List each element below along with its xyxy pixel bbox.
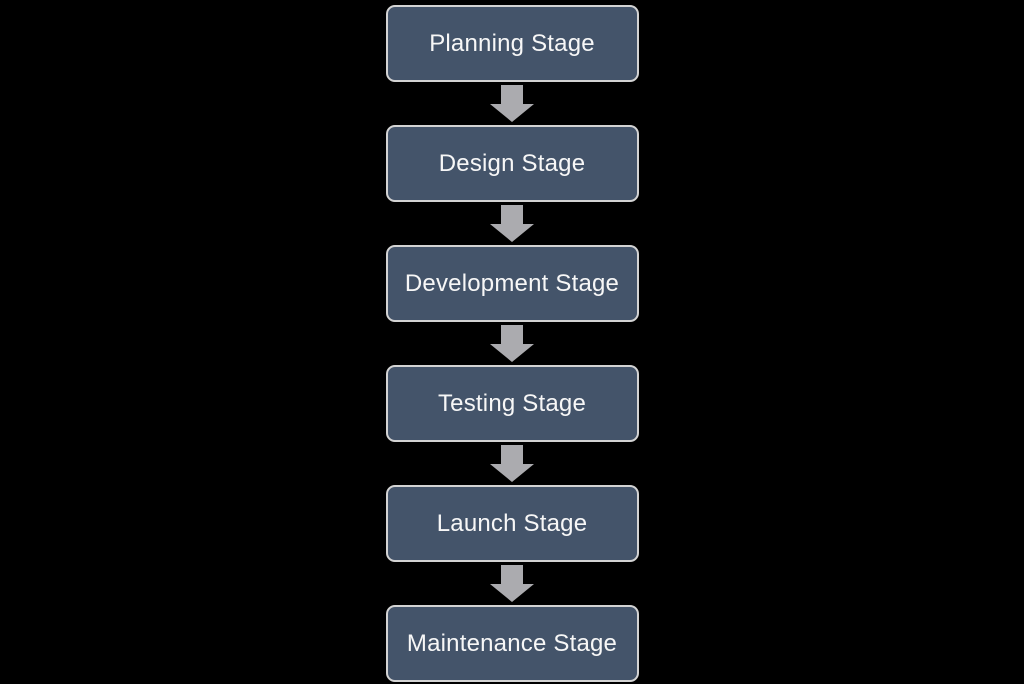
arrow-down-icon bbox=[490, 85, 534, 122]
stage-box-6: Maintenance Stage bbox=[385, 605, 639, 682]
stage-label: Design Stage bbox=[438, 149, 586, 177]
stage-box-2: Design Stage bbox=[385, 125, 639, 202]
arrow-down-icon bbox=[490, 325, 534, 362]
stage-label: Maintenance Stage bbox=[406, 629, 618, 657]
stage-label: Development Stage bbox=[404, 269, 620, 297]
stage-label: Launch Stage bbox=[436, 509, 588, 537]
arrow-down-icon bbox=[490, 565, 534, 602]
stage-label: Testing Stage bbox=[437, 389, 587, 417]
stage-label: Planning Stage bbox=[429, 29, 595, 57]
arrow-down-icon bbox=[490, 205, 534, 242]
stage-box-3: Development Stage bbox=[385, 245, 639, 322]
stage-box-1: Planning Stage bbox=[385, 5, 639, 82]
arrow-down-icon bbox=[490, 445, 534, 482]
sdlc-flowchart: Planning Stage Design Stage Development … bbox=[385, 0, 639, 682]
stage-box-4: Testing Stage bbox=[385, 365, 639, 442]
stage-box-5: Launch Stage bbox=[385, 485, 639, 562]
